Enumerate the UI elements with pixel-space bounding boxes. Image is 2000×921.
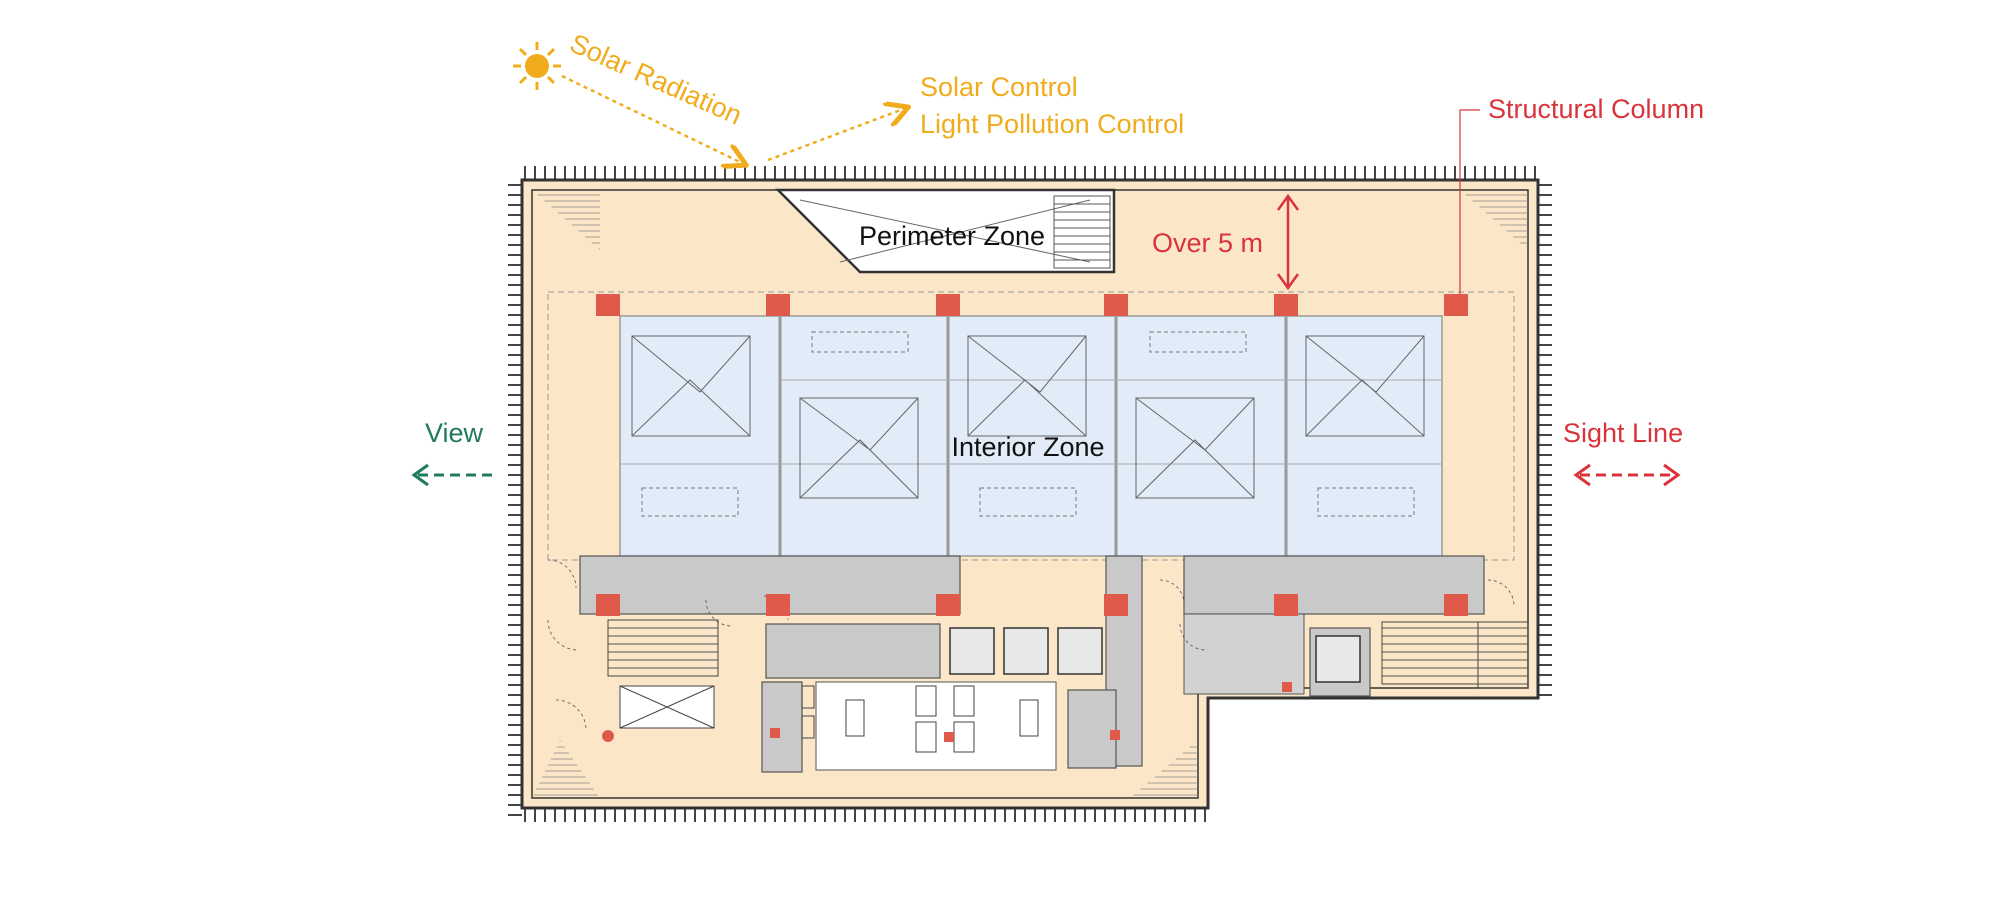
dimension-over-5m — [1276, 193, 1300, 291]
column — [596, 594, 620, 616]
facade-fins-top — [520, 166, 1540, 180]
column — [1104, 294, 1128, 316]
column — [936, 294, 960, 316]
column — [936, 594, 960, 616]
arrow-right-icon — [1663, 463, 1681, 487]
column — [1444, 594, 1468, 616]
facade-fins-left — [508, 180, 522, 820]
perimeter-zone: Perimeter Zone — [774, 188, 1116, 274]
column — [1274, 594, 1298, 616]
elevator-icon — [949, 627, 1361, 683]
skylights — [631, 335, 1425, 499]
solar-control-label: Solar Control — [920, 72, 1078, 102]
solar-reflected-arrow — [767, 108, 906, 162]
stair-icon — [607, 619, 719, 677]
column — [766, 594, 790, 616]
arrow-left-icon — [1573, 463, 1591, 487]
column — [1444, 294, 1468, 316]
sight-line-label: Sight Line — [1563, 418, 1683, 448]
column — [1104, 594, 1128, 616]
column — [1274, 294, 1298, 316]
facade-fins-right — [1538, 180, 1552, 698]
solar-incoming-arrow — [561, 74, 744, 164]
service-core — [579, 555, 1529, 773]
interior-zone-label: Interior Zone — [951, 432, 1104, 462]
perimeter-shading — [532, 190, 1528, 798]
structural-columns — [596, 294, 1468, 742]
perimeter-zone-label: Perimeter Zone — [859, 221, 1045, 251]
structural-column-label: Structural Column — [1488, 94, 1704, 124]
zone-boundary — [547, 291, 1515, 561]
sun-icon — [513, 42, 561, 90]
solar-radiation-label: Solar Radiation — [566, 28, 747, 131]
interior-zone: Interior Zone — [619, 315, 1443, 557]
light-pollution-control-label: Light Pollution Control — [920, 109, 1184, 139]
facade-fins-bottom — [522, 808, 1206, 822]
solar-annotation: Solar Radiation Solar Control Light Poll… — [513, 28, 1184, 164]
toilet-icon — [801, 681, 1057, 771]
structural-column-callout: Structural Column — [1459, 94, 1704, 294]
view-annotation: View — [411, 418, 492, 487]
stair-icon — [1381, 621, 1479, 685]
stair-icon — [1053, 195, 1111, 269]
column — [596, 294, 620, 316]
sight-line-annotation: Sight Line — [1563, 418, 1683, 487]
arrow-left-icon — [411, 463, 429, 487]
column — [766, 294, 790, 316]
view-label: View — [425, 418, 484, 448]
over-5m-label: Over 5 m — [1152, 228, 1263, 258]
